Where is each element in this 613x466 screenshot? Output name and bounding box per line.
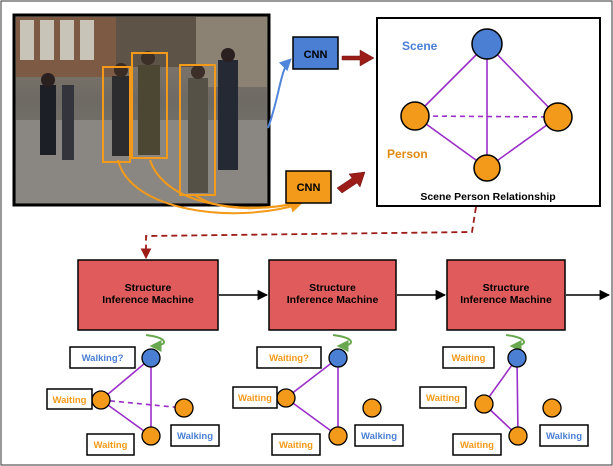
scene-node: [471, 28, 503, 60]
sim-3-output-arrow-curve: [505, 334, 525, 352]
cnn-person-to-graph-arrow: [336, 171, 366, 194]
label-person-1: Waiting: [238, 393, 272, 404]
cnn-scene-box: CNN: [292, 36, 339, 70]
sim-2-title-line1: Structure: [309, 282, 356, 294]
scene-node: [507, 348, 527, 368]
label-scene-state: Walking?: [82, 353, 124, 364]
person-node-2: [543, 102, 573, 132]
sim-box-2: Structure Inference Machine: [268, 259, 397, 331]
label-person-3: Walking: [361, 431, 397, 442]
label-person-3: Walking: [546, 431, 582, 442]
person-feature-arrow-3: [194, 194, 301, 210]
feature-to-machines-dashed-path: [140, 206, 477, 260]
label-person-2: Waiting: [94, 440, 128, 451]
label-person-1: Waiting: [426, 393, 460, 404]
sim-2-output-arrow: [332, 334, 352, 352]
person-node: [362, 398, 382, 418]
output-graph-3: Waiting Waiting Waiting Walking: [419, 346, 589, 456]
sim-box-1: Structure Inference Machine: [77, 259, 219, 331]
person-node: [91, 390, 111, 410]
cnn-scene-label: CNN: [304, 49, 328, 61]
detection-box-2: [131, 52, 168, 159]
person-node: [141, 426, 161, 446]
person-legend-label: Person: [387, 147, 428, 161]
sim-3-title-line2: Inference Machine: [460, 294, 552, 306]
sim-box-3: Structure Inference Machine: [446, 259, 566, 331]
graph-caption: Scene Person Relationship: [420, 191, 555, 203]
scene-feature-arrow: [267, 58, 292, 129]
sim-3-title-line1: Structure: [483, 282, 530, 294]
output-graph-2: Waiting? Waiting Waiting Walking: [232, 346, 404, 456]
sim-1-title-line1: Structure: [125, 282, 172, 294]
detection-box-3: [179, 64, 216, 196]
cnn-person-box: CNN: [285, 170, 332, 204]
scene-node: [328, 348, 348, 368]
person-node: [328, 426, 348, 446]
scene-legend-label: Scene: [402, 39, 438, 53]
person-node: [276, 388, 296, 408]
cnn-scene-to-graph-arrow: [341, 49, 375, 67]
label-person-2: Waiting: [460, 440, 494, 451]
output-graph-1: Walking? Waiting Waiting Walking: [46, 346, 220, 456]
label-person-2: Waiting: [279, 440, 313, 451]
person-feature-arrow-1: [117, 159, 303, 215]
person-node: [474, 394, 494, 414]
person-node-1: [400, 101, 430, 131]
scene-person-graph: Scene Person Scene Person Relationship: [376, 17, 601, 207]
detection-box-1: [102, 66, 131, 163]
label-person-1: Waiting: [53, 395, 87, 406]
label-scene-state: Waiting: [452, 353, 486, 364]
person-node: [542, 398, 562, 418]
pedestrian-photo: [12, 13, 271, 207]
sim-1-output-arrow: [145, 334, 165, 352]
person-node-3: [473, 154, 501, 182]
person-node: [508, 426, 528, 446]
sim-2-title-line2: Inference Machine: [287, 294, 379, 306]
label-person-3: Walking: [177, 431, 213, 442]
scene-node: [141, 348, 161, 368]
person-node: [174, 398, 194, 418]
cnn-person-label: CNN: [297, 182, 321, 194]
label-scene-state: Waiting?: [269, 353, 309, 364]
sim-1-title-line2: Inference Machine: [102, 294, 194, 306]
